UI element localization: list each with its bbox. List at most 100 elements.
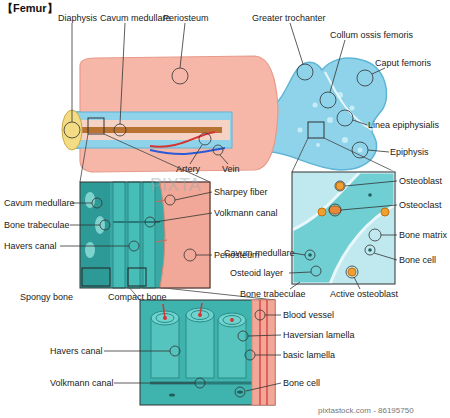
leader-line (196, 255, 212, 256)
bone-cut-wall (72, 112, 232, 148)
marker-circle (129, 241, 139, 251)
leader-line (290, 282, 300, 289)
marrow-rod (82, 127, 222, 133)
marker-circle (145, 217, 155, 227)
marker-circle (199, 133, 211, 145)
inset-frame (80, 182, 210, 288)
leader-line (372, 68, 385, 74)
bone-cell (237, 391, 243, 394)
part-label: Bone trabeculae (240, 289, 306, 299)
osteon-column (218, 320, 246, 378)
marker-circle (238, 331, 248, 341)
watermark: pixtastock.com - 86195750 (318, 406, 414, 415)
osteoblast-cell (336, 182, 344, 190)
leader-line (345, 181, 397, 186)
part-label: Vein (222, 164, 240, 174)
marker-circle (195, 378, 205, 388)
leader-line (70, 225, 100, 226)
sharpey-fiber (156, 240, 167, 242)
marker-circle (320, 92, 336, 108)
leader-line (368, 150, 389, 152)
part-label: basic lamella (283, 350, 335, 360)
part-label: Osteoclast (399, 200, 442, 210)
trabecula-band (292, 172, 395, 284)
zoom-line (80, 134, 88, 182)
osteon-column (151, 318, 179, 378)
bone-cell (308, 253, 312, 257)
spongy-region (80, 182, 110, 288)
volkmann-canal (113, 221, 160, 223)
leader-line (190, 145, 202, 164)
spongy-texture (85, 242, 95, 258)
part-label: Haversian lamella (283, 330, 355, 340)
marker-circle (170, 346, 180, 356)
leader-line (290, 23, 303, 64)
marker-circle (235, 387, 245, 397)
part-label: Epiphysis (390, 147, 429, 157)
spongy-texture (358, 148, 363, 153)
osteoblast-cell (381, 208, 389, 216)
part-label: Volkmann canal (214, 208, 278, 218)
marker-circle (245, 350, 255, 360)
part-label: Bone cell (283, 378, 320, 388)
marker-circle (165, 195, 175, 205)
part-label: Caput femoris (375, 58, 431, 68)
bone-cell (368, 248, 372, 252)
part-label: Compact bone (108, 292, 167, 302)
leader-line (246, 383, 281, 391)
part-label: Bone matrix (399, 230, 447, 240)
part-label: Spongy bone (20, 292, 73, 302)
osteoblast-cell (318, 208, 326, 216)
marker-circle (255, 310, 265, 320)
zoom-box (88, 118, 104, 134)
part-label: Blood vessel (283, 310, 334, 320)
osteon-column (143, 182, 155, 288)
part-label: Sharpey fiber (214, 187, 268, 197)
inset-frame (292, 172, 395, 284)
spongy-texture (350, 106, 355, 111)
marker-circle (172, 68, 188, 84)
part-label: Bone cell (399, 255, 436, 265)
bone-block (80, 182, 165, 288)
part-label: Artery (176, 164, 200, 174)
part-label: Diaphysis (58, 13, 97, 23)
marker-circle (64, 122, 80, 138)
havers-canal (230, 318, 234, 322)
diagram-title: 【Femur】 (2, 2, 58, 15)
artery-vessel (150, 132, 215, 147)
leader-line (60, 246, 129, 247)
marker-circle (184, 249, 196, 261)
spongy-texture (342, 137, 348, 143)
marker-circle (329, 204, 341, 216)
part-label: Cavum medullare (224, 248, 295, 258)
leader-line (353, 120, 367, 125)
marker-circle (369, 229, 381, 241)
spongy-texture (298, 128, 303, 133)
part-label: Osteoid layer (230, 268, 283, 278)
marrow-space (292, 172, 395, 284)
part-label: Linea epiphysialis (368, 120, 439, 130)
watermark: PIXTA (150, 176, 201, 195)
leader-line (120, 23, 125, 124)
osteoclast-cell (329, 206, 341, 214)
part-label: Greater trochanter (252, 13, 326, 23)
marker-circle (335, 181, 345, 191)
leader-group (60, 23, 397, 397)
part-label: Volkmann canal (50, 378, 114, 388)
part-label: Active osteoblast (330, 289, 398, 299)
haversian-lamella (218, 313, 246, 327)
marker-circle (92, 198, 102, 208)
osteon-column (113, 182, 125, 288)
zoom-box (308, 122, 324, 138)
marker-circle (365, 245, 375, 255)
leader-line (354, 277, 360, 289)
bone-cell (368, 193, 372, 197)
bone-cell (169, 394, 175, 397)
sharpey-fiber (155, 200, 165, 202)
marrow-cavity (80, 120, 230, 140)
osteoblast-cell (348, 268, 356, 276)
leader-line (374, 253, 397, 260)
leader-line (248, 335, 281, 336)
